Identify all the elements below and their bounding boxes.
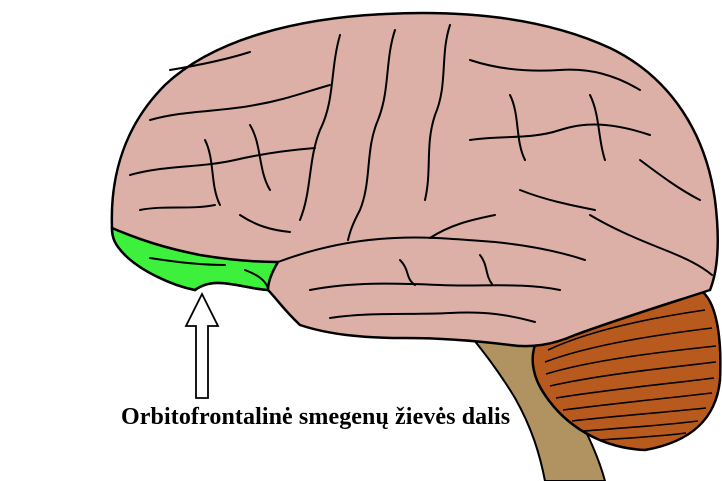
pointer-arrow bbox=[186, 294, 218, 398]
orbitofrontal-label: Orbitofrontalinė smegenų žievės dalis bbox=[121, 404, 510, 431]
